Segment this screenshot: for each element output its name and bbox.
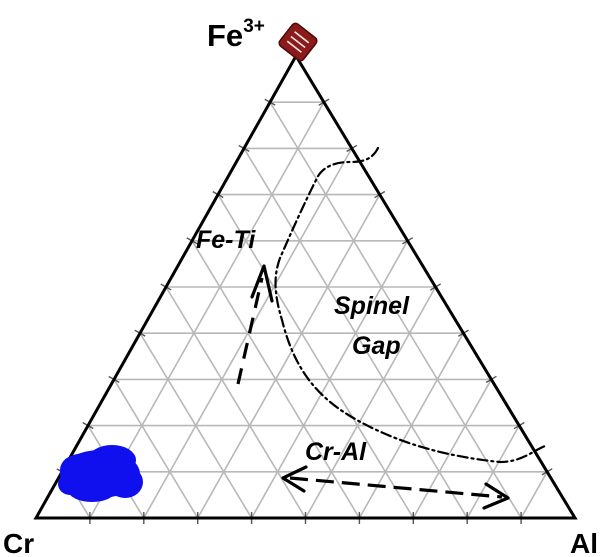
sample-data-cluster xyxy=(58,445,143,502)
grid-line-right-parallel xyxy=(165,286,307,519)
ternary-grid xyxy=(61,101,548,519)
grid-line-left-parallel xyxy=(412,379,492,519)
cr-al-arrow-head-right xyxy=(482,482,510,510)
spinel-gap-boundary-curve xyxy=(274,146,547,464)
grid-line-right-parallel xyxy=(113,378,199,519)
fe-charge-superscript: 3+ xyxy=(243,16,265,37)
grid-line-left-parallel xyxy=(197,194,381,519)
cr-al-label: Cr-Al xyxy=(305,438,367,466)
grid-line-right-parallel xyxy=(217,194,414,519)
ternary-frame xyxy=(33,53,578,520)
grid-line-left-parallel xyxy=(304,286,437,519)
fe-ti-arrow-head xyxy=(250,264,274,303)
cr-al-arrow-head-left xyxy=(281,465,308,493)
grid-line-left-parallel xyxy=(520,471,548,519)
gap-label: Gap xyxy=(352,332,401,360)
grid-line-left-parallel xyxy=(89,101,325,519)
spinel-label: Spinel xyxy=(334,292,410,320)
fe-ti-label: Fe-Ti xyxy=(196,226,256,254)
magnetite-square-marker xyxy=(278,22,318,62)
grid-line-right-parallel xyxy=(269,101,522,519)
grid-line-left-parallel xyxy=(143,148,353,519)
cr-vertex-label: Cr xyxy=(3,528,34,557)
fe3-vertex-label: Fe3+ xyxy=(207,16,265,53)
cr-al-trend-arrow xyxy=(289,476,503,499)
al-vertex-label: Al xyxy=(570,528,598,557)
fe-ti-trend-arrow xyxy=(236,277,264,385)
fe-element-label: Fe xyxy=(207,18,243,53)
grid-line-right-parallel xyxy=(243,147,468,519)
